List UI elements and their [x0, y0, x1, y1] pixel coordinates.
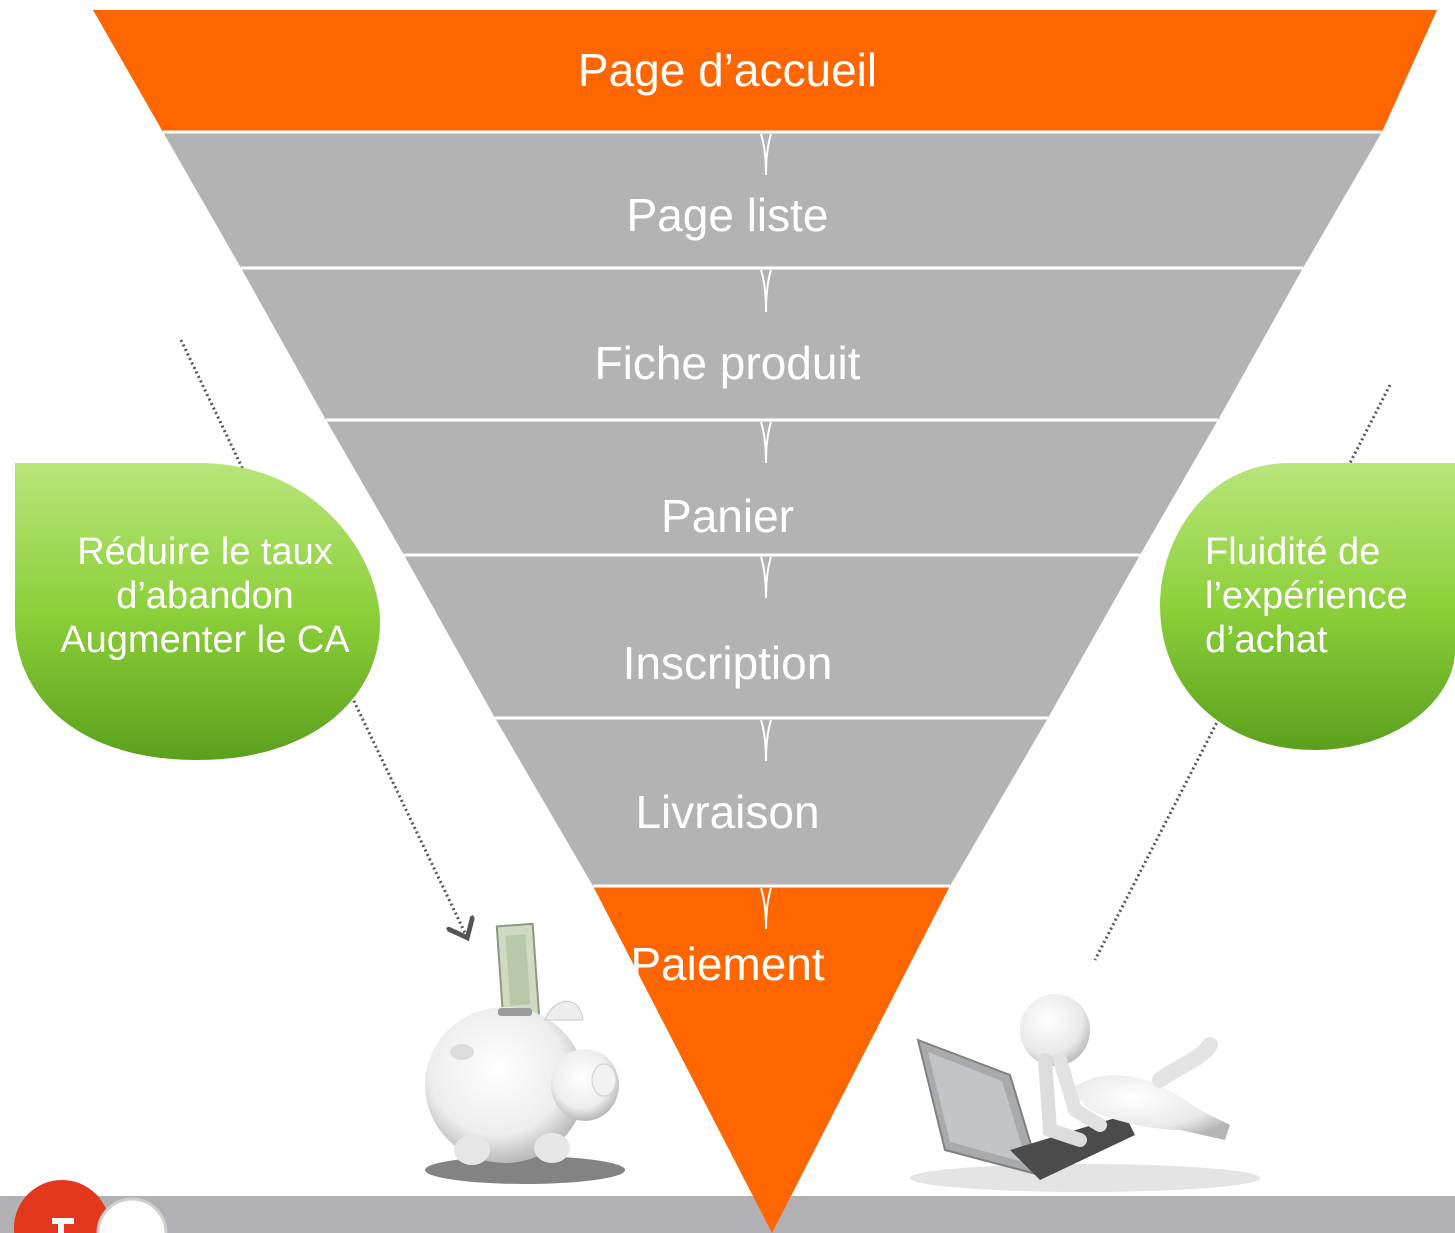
funnel-stage-page-liste [163, 132, 1382, 268]
goal-bubble-right [1160, 463, 1455, 750]
funnel-stage-paiement [593, 886, 950, 1233]
goal-right-line-1: Fluidité de [1205, 531, 1381, 573]
stage-label-page-liste: Page liste [626, 189, 829, 241]
logo-badge-white [96, 1197, 168, 1233]
funnel-stage-page-accueil [93, 10, 1437, 132]
goal-right-line-3: d’achat [1205, 619, 1328, 661]
logo-mark-stem [58, 1218, 64, 1233]
funnel-stage-fiche-produit [241, 268, 1303, 420]
stage-separators [163, 130, 1382, 888]
stage-label-paiement: Paiement [630, 938, 825, 990]
goal-left-line-1: Réduire le taux [77, 531, 333, 573]
goal-right-line-2: l’expérience [1205, 575, 1408, 617]
person-with-laptop-icon [910, 994, 1260, 1192]
stage-label-inscription: Inscription [622, 637, 833, 689]
stage-label-livraison: Livraison [635, 786, 820, 838]
stage-connectors [760, 133, 772, 930]
footer-bar [0, 1196, 1455, 1233]
stage-label-page-accueil: Page d’accueil [577, 44, 878, 96]
goal-left-text: Réduire le taux d’abandon Augmenter le C… [30, 530, 380, 662]
funnel-stage-inscription [404, 555, 1140, 718]
stage-label-panier: Panier [661, 490, 794, 542]
goal-left-line-3: Augmenter le CA [60, 619, 350, 661]
funnel-stage-livraison [495, 718, 1048, 886]
goal-left-line-2: d’abandon [116, 575, 294, 617]
piggy-bank-icon [425, 922, 625, 1184]
logo-badge-red [14, 1180, 110, 1233]
funnel-stage-panier [326, 420, 1218, 555]
stage-label-fiche-produit: Fiche produit [594, 337, 861, 389]
goal-right-text: Fluidité de l’expérience d’achat [1205, 530, 1455, 662]
goal-bubble-left [15, 463, 380, 760]
